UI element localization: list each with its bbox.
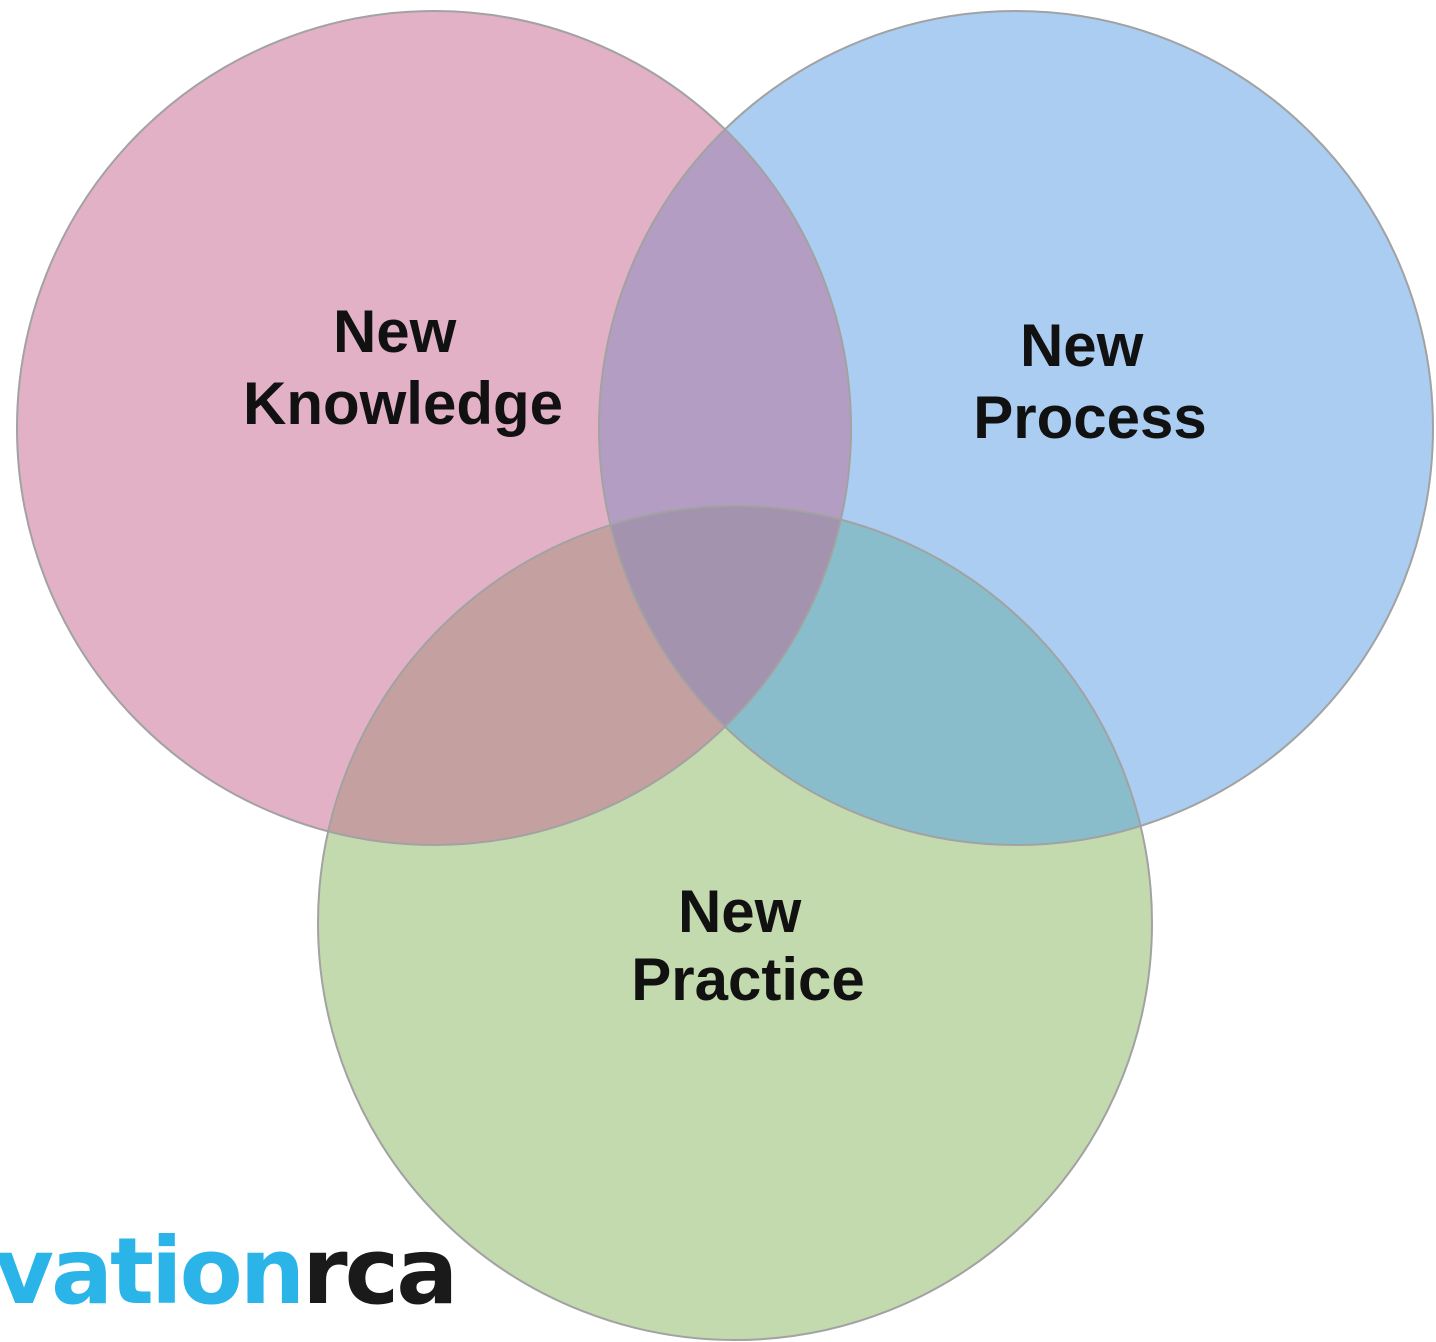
label-practice-line1: New [678, 878, 802, 945]
label-process-line1: New [1020, 312, 1144, 379]
label-practice: New Practice [631, 878, 865, 1013]
logo-part2: rca [302, 1218, 455, 1325]
outline-practice [317, 505, 1153, 1341]
outline-knowledge [16, 10, 852, 846]
logo: vationrca [0, 1218, 455, 1325]
circle-outlines [16, 10, 1434, 1341]
outline-process [598, 10, 1434, 846]
label-process-line2: Process [973, 384, 1207, 451]
overlap-process-practice [599, 506, 1152, 845]
label-knowledge-line1: New [333, 298, 457, 365]
logo-part1: vation [0, 1218, 302, 1325]
label-process: New Process [973, 312, 1207, 451]
label-knowledge-line2: Knowledge [243, 370, 563, 437]
label-knowledge: New Knowledge [243, 298, 563, 437]
overlap-knowledge-practice [318, 506, 851, 845]
label-practice-line2: Practice [631, 946, 865, 1013]
